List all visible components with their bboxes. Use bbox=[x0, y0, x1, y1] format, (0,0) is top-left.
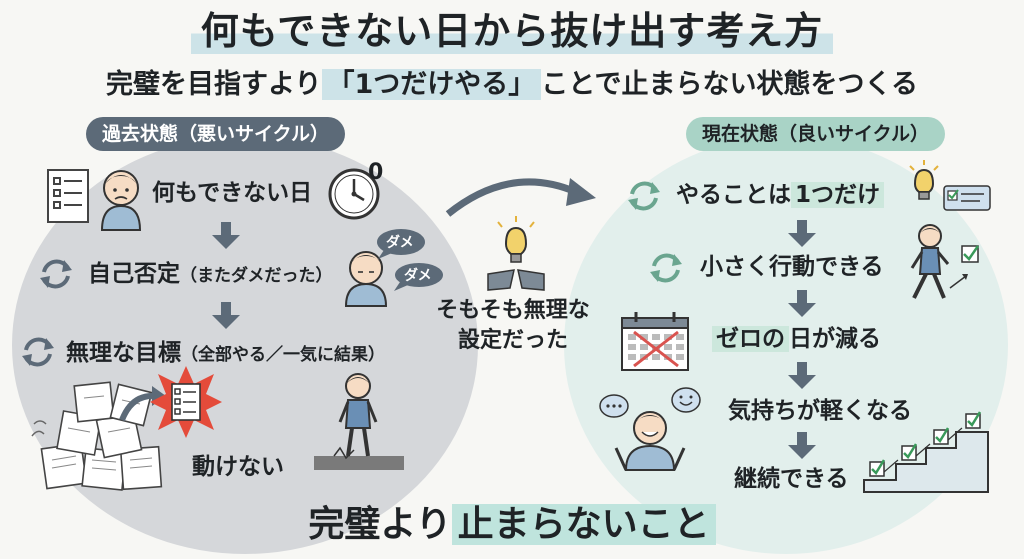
subtitle-after: ことで止まらない状態をつくる bbox=[541, 69, 918, 100]
down-arrow bbox=[212, 302, 240, 330]
speech-bubble-icon bbox=[394, 263, 443, 291]
current-state-label: 現在状態（良いサイクル） bbox=[686, 117, 946, 151]
overwhelm-burst-icon bbox=[150, 366, 222, 438]
good-step-4: 気持ちが軽くなる bbox=[728, 398, 912, 424]
good-step-2: 小さく行動できる bbox=[700, 254, 884, 280]
bad-step-1: 何もできない日 bbox=[152, 180, 313, 206]
cycle-icon bbox=[40, 259, 72, 289]
past-state-label: 過去状態（悪いサイクル） bbox=[86, 117, 346, 151]
dejected-person-icon bbox=[344, 251, 388, 307]
bad-step-2-note: （またダメだった） bbox=[180, 266, 333, 286]
lightbulb-broken-ground-icon bbox=[487, 216, 545, 291]
calendar-icon bbox=[621, 312, 689, 371]
subtitle-before: 完璧を目指すより bbox=[106, 69, 322, 100]
bad-step-2: 自己否定（またダメだった） bbox=[88, 259, 333, 291]
clock-zero-label: 0 bbox=[368, 160, 384, 185]
paper-pile-icon bbox=[31, 381, 163, 491]
good-step-3-after: 日が減る bbox=[789, 326, 881, 352]
good-step-5: 継続できる bbox=[734, 466, 849, 492]
lightbulb-task-card-icon bbox=[909, 160, 991, 211]
walking-person-icon bbox=[910, 224, 980, 299]
good-step-3: ゼロの日が減る bbox=[712, 324, 881, 354]
transition-arrow bbox=[445, 178, 596, 217]
sad-person-icon bbox=[100, 170, 142, 231]
bad-step-3-text: 無理な目標 bbox=[66, 340, 181, 366]
page-title: 何もできない日から抜け出す考え方 bbox=[190, 8, 834, 54]
happy-person-icon bbox=[599, 387, 701, 471]
down-arrow bbox=[788, 432, 816, 460]
cycle-icon bbox=[628, 181, 660, 211]
good-step-3-highlight: ゼロの bbox=[712, 326, 789, 352]
bad-step-4: 動けない bbox=[192, 454, 284, 480]
footer-before: 完璧より bbox=[308, 504, 452, 545]
cycle-icon bbox=[22, 337, 54, 367]
title-block: 何もできない日から抜け出す考え方 bbox=[0, 8, 1024, 54]
down-arrow bbox=[788, 290, 816, 318]
checklist-paper-icon bbox=[47, 169, 89, 223]
footer-message: 完璧より止まらないこと bbox=[0, 500, 1024, 550]
center-message: そもそも無理な 設定だった bbox=[418, 296, 608, 356]
down-arrow bbox=[788, 220, 816, 248]
subtitle-highlight: 「1つだけやる」 bbox=[321, 69, 542, 100]
staircase-checks-icon bbox=[863, 411, 989, 493]
bad-step-2-text: 自己否定 bbox=[88, 261, 180, 287]
down-arrow bbox=[788, 362, 816, 390]
bubble-text-2: ダメ bbox=[404, 268, 432, 284]
bad-step-3-note: （全部やる／一気に結果） bbox=[181, 345, 385, 365]
good-step-1-highlight: 1つだけ bbox=[791, 182, 885, 208]
good-step-1-before: やることは bbox=[676, 182, 791, 208]
footer-highlight: 止まらないこと bbox=[451, 504, 716, 545]
center-line-1: そもそも無理な bbox=[436, 298, 590, 323]
speech-bubble-icon bbox=[377, 229, 425, 259]
center-line-2: 設定だった bbox=[457, 328, 568, 353]
bubble-text-1: ダメ bbox=[386, 235, 414, 251]
clock-icon bbox=[328, 168, 380, 220]
stuck-person-icon bbox=[314, 373, 404, 470]
cycle-icon bbox=[650, 253, 682, 283]
bad-step-3: 無理な目標（全部やる／一気に結果） bbox=[66, 338, 385, 370]
down-arrow bbox=[212, 222, 240, 250]
subtitle: 完璧を目指すより「1つだけやる」ことで止まらない状態をつくる bbox=[0, 66, 1024, 104]
